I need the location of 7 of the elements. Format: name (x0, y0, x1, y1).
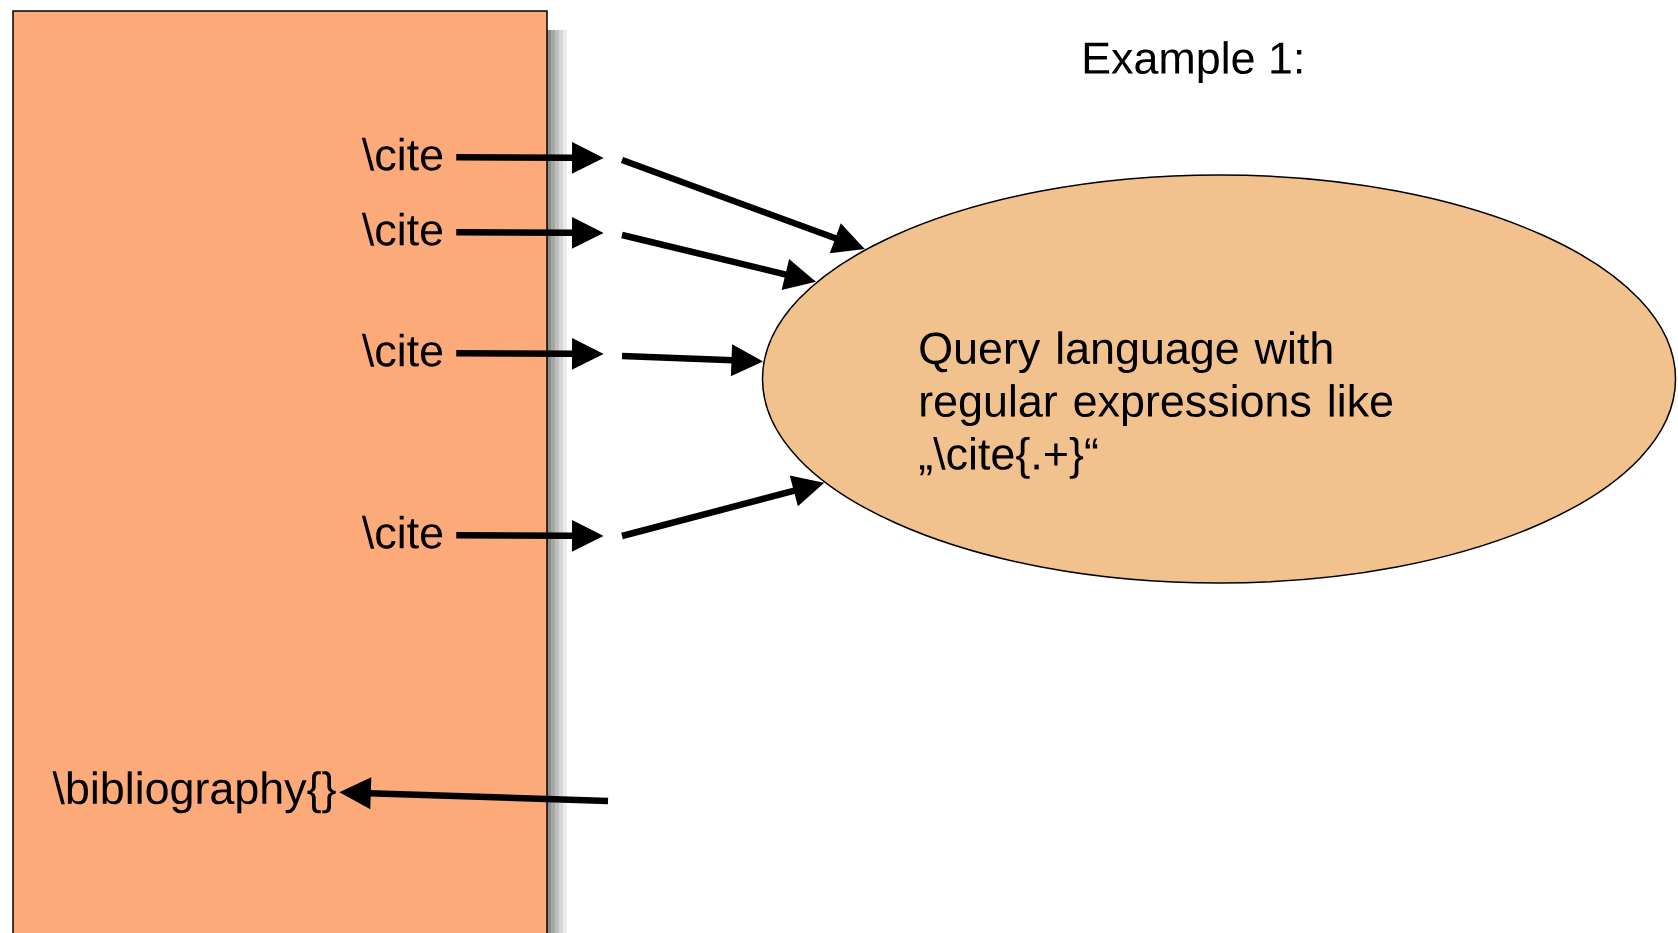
heading: Example 1: (1084, 41, 1302, 83)
code-label: \cite (361, 333, 443, 367)
code-label: \cite (361, 515, 443, 549)
document-box (12, 10, 548, 933)
code-label: \cite (361, 212, 443, 246)
code-label: \cite (361, 137, 443, 171)
code-label: \bibliography{} (52, 771, 336, 814)
